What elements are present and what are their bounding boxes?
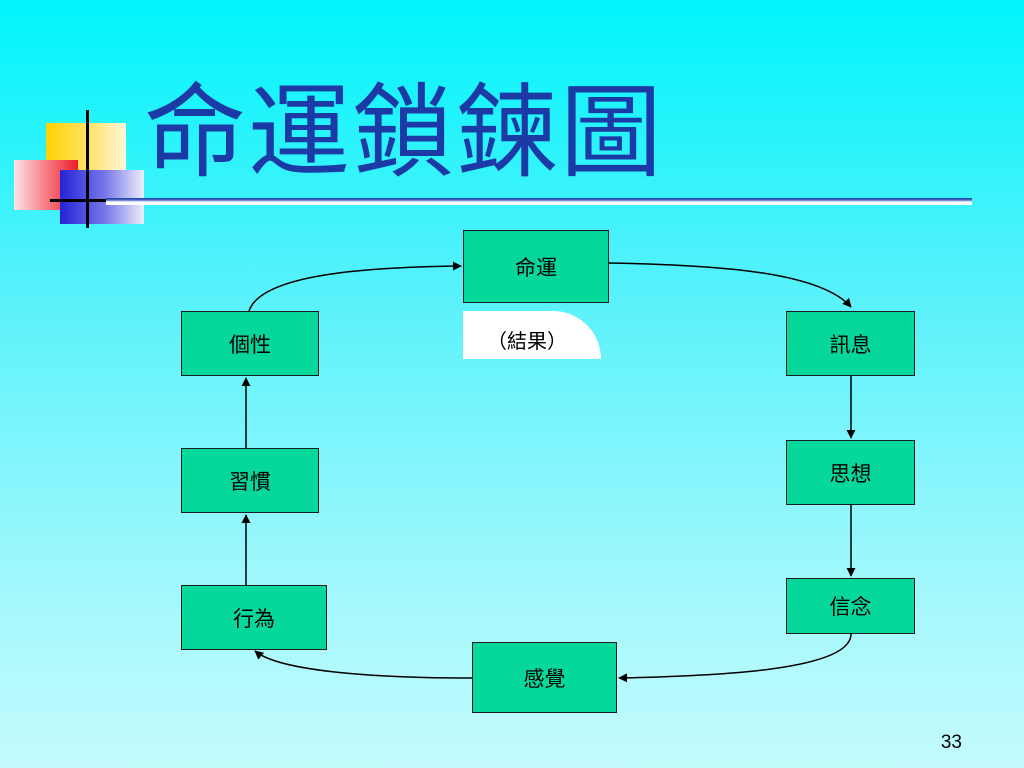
node-thought: 思想 [786,440,915,505]
node-habit: 習慣 [181,448,319,513]
node-destiny: 命運 [463,230,609,303]
arrow-destiny-to-message [608,262,852,308]
arrow-personality-to-destiny [248,261,462,312]
result-callout: （結果） [463,311,601,359]
title-underline [106,198,972,205]
vertical-line-decoration [86,110,89,228]
node-message: 訊息 [786,311,915,376]
page-number: 33 [940,732,962,753]
node-personality: 個性 [181,311,319,376]
blue-square-decoration [60,170,144,224]
node-belief: 信念 [786,578,915,634]
arrow-feeling-to-behavior [254,650,473,679]
node-behavior: 行為 [181,585,327,650]
horizontal-line-decoration [50,199,106,202]
slide-title: 命運鎖鍊圖 [144,74,664,193]
arrow-belief-to-feeling [618,633,852,683]
node-feeling: 感覺 [472,642,617,713]
